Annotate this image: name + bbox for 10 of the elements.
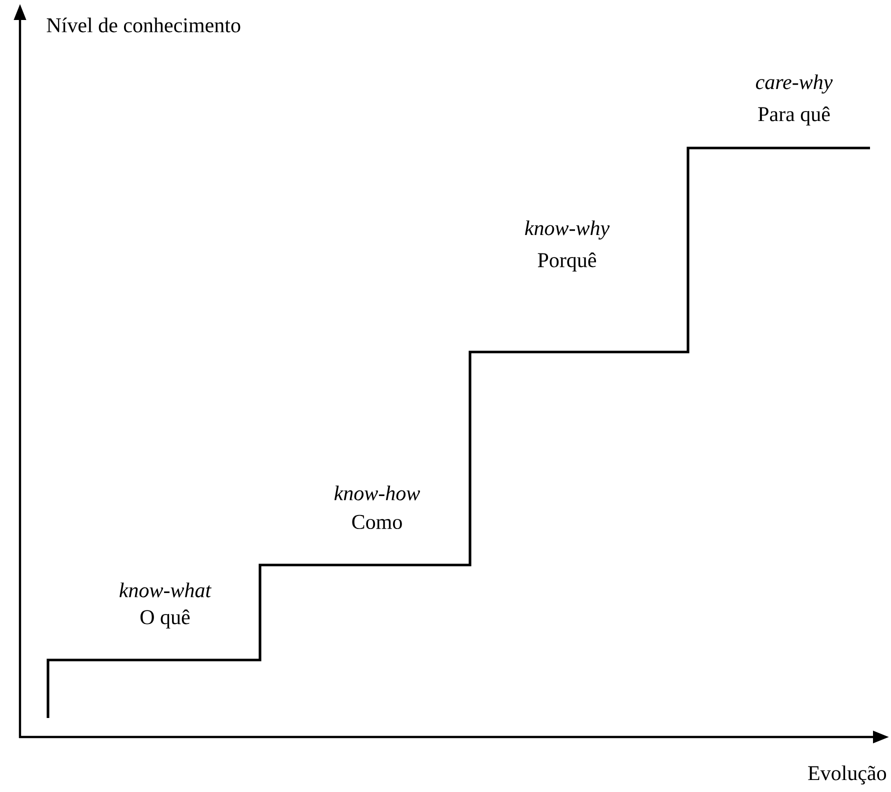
- step-label: care-why: [756, 74, 833, 94]
- step-label: Para quê: [758, 106, 830, 126]
- step-label: know-how: [334, 486, 420, 500]
- step-label: know-why: [525, 220, 610, 240]
- axis-label: Nível de conhecimento: [46, 18, 240, 32]
- step-label: Como: [352, 514, 402, 530]
- step-label: know-what: [120, 582, 212, 598]
- step-label: O quê: [140, 609, 190, 629]
- step-label: Porquê: [538, 252, 596, 272]
- axis-label: Evolução: [808, 765, 886, 785]
